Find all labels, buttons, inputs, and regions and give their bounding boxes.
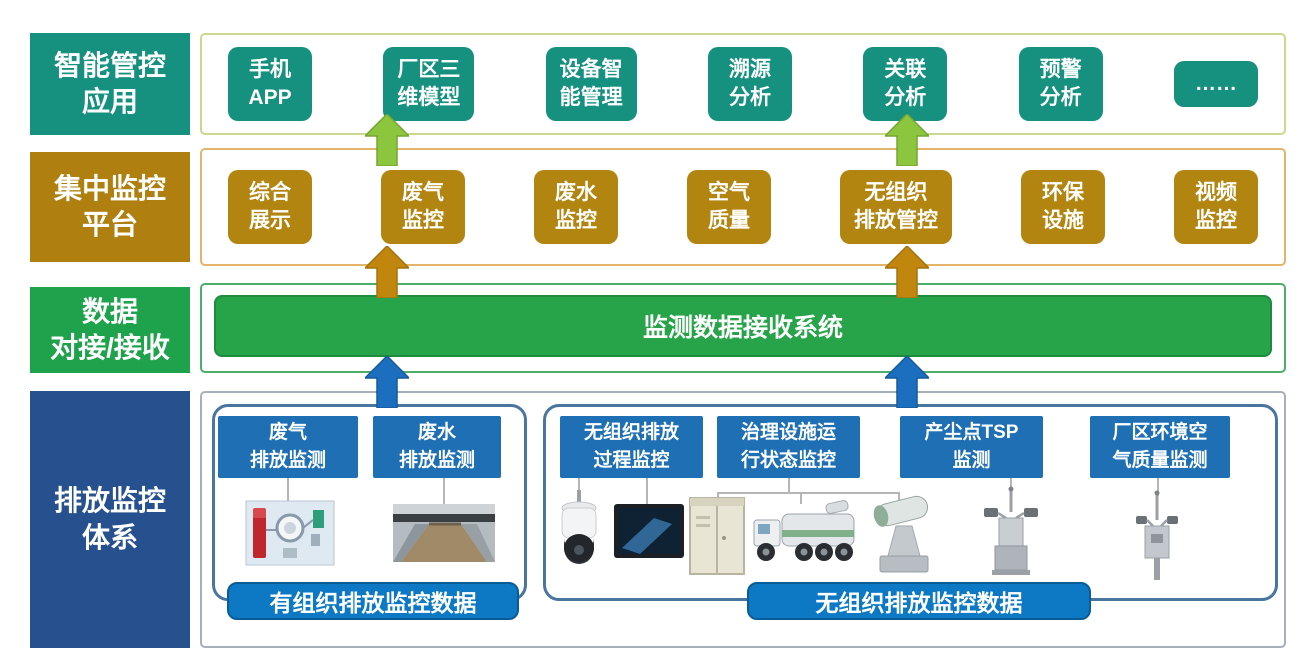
connector-line [578,478,580,496]
ptz-camera-image [561,490,597,564]
platform-layer-panel: 综合 展示 废气 监控 废水 监控 空气 质量 无组织 排放管控 环保 设施 视… [200,148,1286,266]
wastewater-pool-image [393,504,495,562]
item-air-quality: 空气 质量 [687,169,771,245]
header-plant-ambient-air-quality-monitoring: 厂区环境空 气质量监测 [1090,416,1230,478]
header-dust-point-tsp-monitoring: 产尘点TSP 监测 [900,416,1043,478]
platform-layer-button-row: 综合 展示 废气 监控 废水 监控 空气 质量 无组织 排放管控 环保 设施 视… [202,150,1284,264]
fog-cannon-image [873,495,929,573]
item-warning-analysis: 预警 分析 [1018,46,1103,122]
layer-label-central-monitoring-platform: 集中监控 平台 [30,152,190,262]
arrow-up-blue-left-icon [365,356,409,408]
item-more-dots: …… [1173,60,1258,108]
item-fugitive-emission-control: 无组织 排放管控 [840,169,952,245]
arrow-up-green-right-icon [885,114,929,166]
connector-line [788,478,790,492]
arrow-up-orange-right-icon [885,246,929,298]
header-treatment-facility-status-monitoring: 治理设施运 行状态监控 [717,416,860,478]
item-tracing-analysis: 溯源 分析 [707,46,792,122]
layer-label-emission-monitoring-system: 排放监控 体系 [30,391,190,648]
item-video-monitoring: 视频 监控 [1174,169,1258,245]
app-layer-panel: 手机 APP 厂区三 维模型 设备智 能管理 溯源 分析 关联 分析 预警 分析… [200,33,1286,135]
connector-line [646,478,648,506]
header-waste-water-emission-monitoring: 废水 排放监测 [373,416,501,478]
arrow-up-blue-right-icon [885,356,929,408]
item-waste-water-monitoring: 废水 监控 [534,169,618,245]
connector-line [898,492,900,504]
app-layer-button-row: 手机 APP 厂区三 维模型 设备智 能管理 溯源 分析 关联 分析 预警 分析… [202,35,1284,133]
control-cabinet-image [689,497,745,575]
monitoring-data-receiving-system-bar: 监测数据接收系统 [214,295,1272,357]
arrow-up-green-left-icon [365,114,409,166]
item-environmental-facilities: 环保 设施 [1021,169,1105,245]
unorganized-emission-data-badge: 无组织排放监控数据 [747,582,1091,620]
header-fugitive-emission-process-monitoring: 无组织排放 过程监控 [560,416,703,478]
monitor-screen-image [614,504,684,558]
item-correlation-analysis: 关联 分析 [863,46,948,122]
connector-line [443,478,445,506]
item-comprehensive-display: 综合 展示 [228,169,312,245]
item-mobile-app: 手机 APP [228,46,312,122]
layer-label-smart-control-apps: 智能管控 应用 [30,33,190,135]
item-waste-gas-monitoring: 废气 监控 [381,169,465,245]
air-quality-station-image [1136,490,1178,580]
item-factory-3d-model: 厂区三 维模型 [383,46,475,122]
organized-emission-data-badge: 有组织排放监控数据 [227,582,519,620]
layer-label-data-receiving: 数据 对接/接收 [30,287,190,373]
connector-line [287,478,289,504]
connector-line [717,492,900,494]
arrow-up-orange-left-icon [365,246,409,298]
header-waste-gas-emission-monitoring: 废气 排放监测 [218,416,358,478]
tsp-station-image [984,486,1038,575]
gas-emission-monitor-image [245,500,335,566]
spray-truck-image [753,500,855,561]
connector-line [800,492,802,504]
connector-line [1010,478,1012,492]
item-equipment-smart-management: 设备智 能管理 [545,46,637,122]
connector-line [1157,478,1159,496]
